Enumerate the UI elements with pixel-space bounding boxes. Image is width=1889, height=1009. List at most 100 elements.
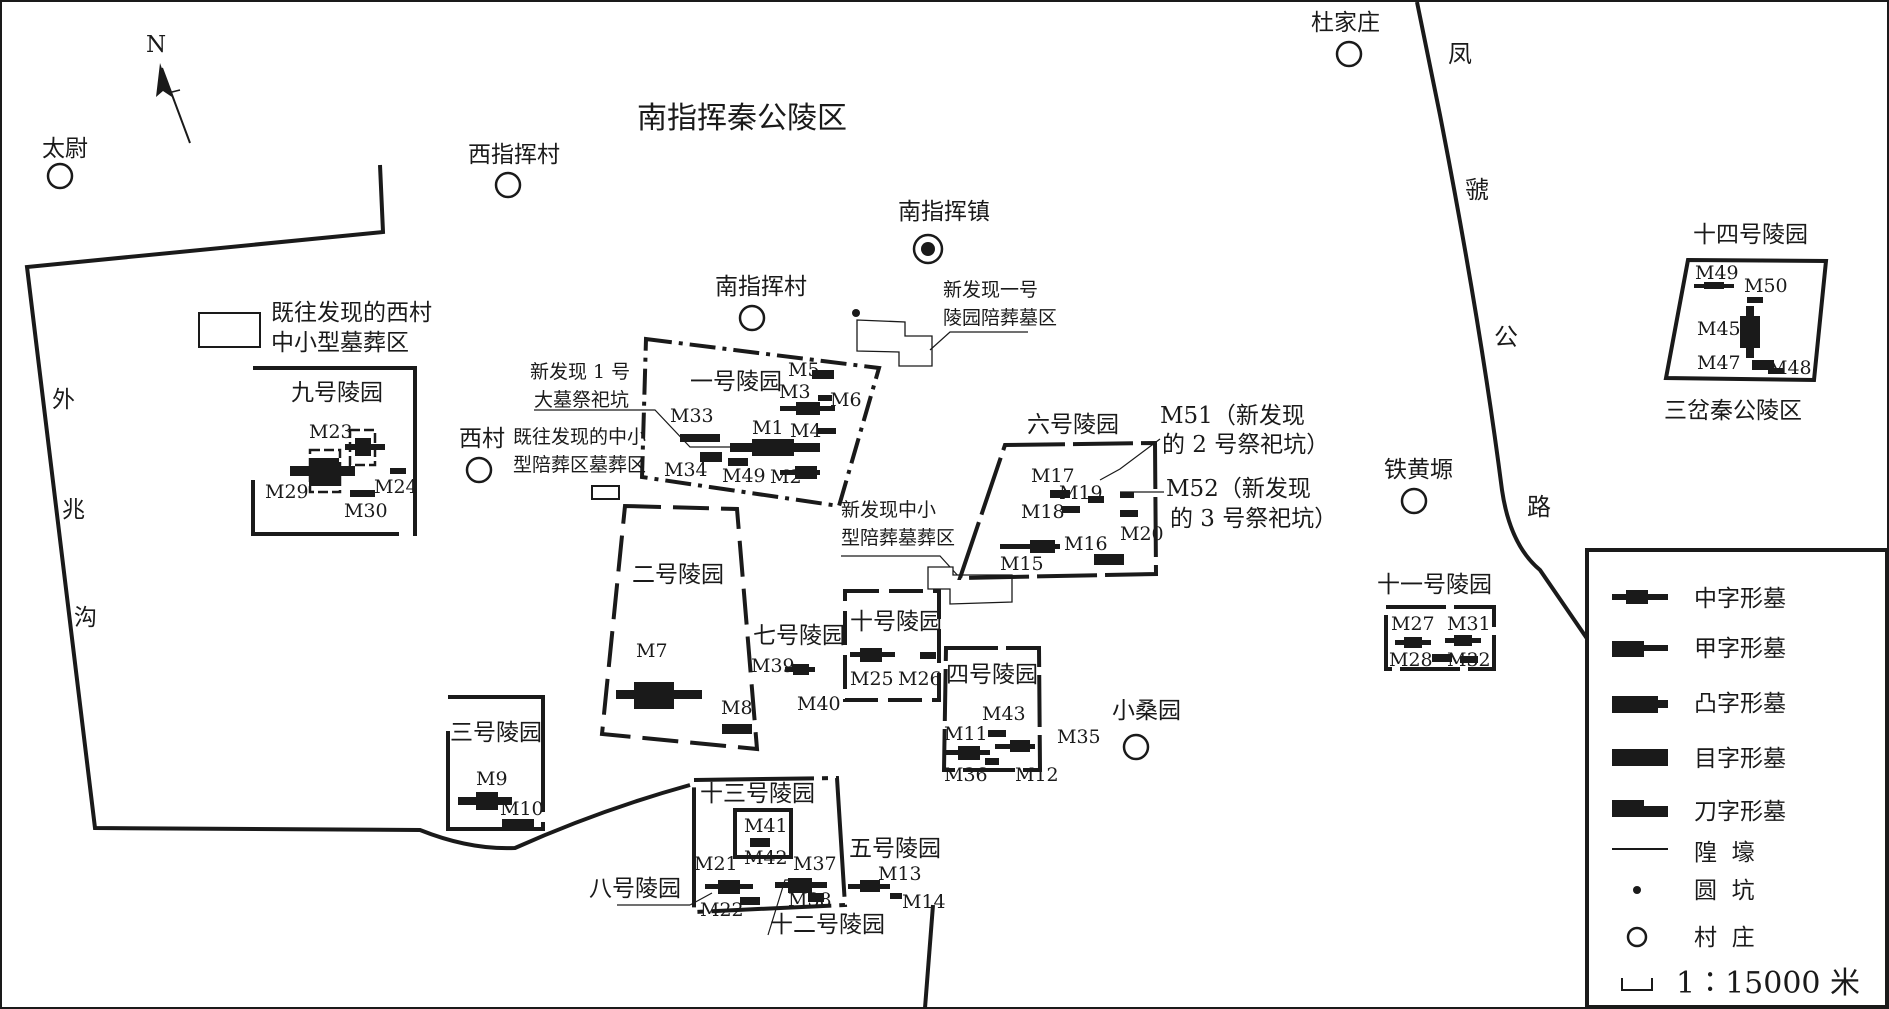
tomb-label: M7 bbox=[636, 640, 668, 662]
fenghao-road bbox=[1415, 1, 1590, 642]
village-xicun: 西村 bbox=[459, 426, 505, 484]
tomb-label: M11 bbox=[944, 723, 988, 745]
village-label: 铁黄塬 bbox=[1384, 457, 1453, 483]
cemetery-8-label: 八号陵园 bbox=[589, 876, 713, 906]
tomb-label: M40 bbox=[797, 693, 841, 715]
svg-text:沟: 沟 bbox=[74, 605, 97, 631]
svg-text:十号陵园: 十号陵园 bbox=[850, 609, 942, 635]
svg-text:既往发现的中小: 既往发现的中小 bbox=[513, 426, 646, 448]
legend-symbol-muzi bbox=[1612, 749, 1668, 766]
tomb-label: M36 bbox=[944, 764, 988, 786]
village-xiaosangyuan: 小桑园 bbox=[1112, 698, 1181, 761]
tomb-label: M38 bbox=[788, 889, 832, 911]
cemetery-14: 十四号陵园 三岔秦公陵区 bbox=[1663, 222, 1829, 424]
tomb-label: M47 bbox=[1697, 352, 1741, 374]
svg-text:M52（新发现: M52（新发现 bbox=[1166, 476, 1311, 502]
village-dujiazhuang: 杜家庄 bbox=[1311, 10, 1380, 68]
svg-text:大墓祭祀坑: 大墓祭祀坑 bbox=[534, 389, 629, 411]
tomb-label: M25 bbox=[850, 668, 894, 690]
cemetery-2: 二号陵园 bbox=[599, 503, 760, 752]
village-taiwei: 太尉 bbox=[42, 136, 88, 190]
annotation-xicun-zhongxiao: 既往发现的中小 型陪葬区墓葬区 bbox=[513, 426, 646, 500]
legend-symbol-village bbox=[1626, 926, 1648, 948]
tomb-label: M12 bbox=[1015, 764, 1059, 786]
legend-label: 凸字形墓 bbox=[1694, 691, 1786, 717]
tombs bbox=[290, 282, 1784, 905]
svg-text:的 2 号祭祀坑）: 的 2 号祭祀坑） bbox=[1162, 432, 1329, 458]
village-label: 小桑园 bbox=[1112, 698, 1181, 724]
village-nanzhihui-cun: 南指挥村 bbox=[715, 274, 807, 332]
tomb-label: M18 bbox=[1021, 501, 1065, 523]
village-xizhihui: 西指挥村 bbox=[468, 142, 560, 199]
tomb-label: M39 bbox=[751, 655, 795, 677]
tomb-label: M42 bbox=[744, 847, 788, 869]
tomb-label: M19 bbox=[1059, 482, 1103, 504]
svg-text:既往发现的西村: 既往发现的西村 bbox=[271, 300, 432, 326]
legend-symbol-zhongzi bbox=[1612, 590, 1668, 604]
svg-text:一号陵园: 一号陵园 bbox=[690, 369, 782, 395]
north-label: N bbox=[146, 32, 166, 58]
tomb-label: M2 bbox=[770, 466, 802, 488]
north-arrow: N bbox=[146, 32, 191, 144]
scale-label: 1∶15000 米 bbox=[1676, 966, 1860, 1001]
tomb-label: M16 bbox=[1064, 533, 1108, 555]
tomb-label: M28 bbox=[1389, 649, 1433, 671]
tomb-label: M35 bbox=[1057, 726, 1101, 748]
legend-label: 刀字形墓 bbox=[1694, 799, 1786, 825]
tomb-label: M20 bbox=[1120, 523, 1164, 545]
tomb-label: M15 bbox=[1000, 553, 1044, 575]
village-label: 太尉 bbox=[42, 136, 88, 162]
village-label: 西村 bbox=[459, 426, 505, 452]
tomb-label: M4 bbox=[790, 420, 822, 442]
svg-text:路: 路 bbox=[1527, 493, 1551, 521]
svg-text:虢: 虢 bbox=[1465, 176, 1489, 204]
svg-text:型陪葬区墓葬区: 型陪葬区墓葬区 bbox=[513, 454, 646, 476]
svg-text:兆: 兆 bbox=[62, 497, 85, 523]
svg-text:十一号陵园: 十一号陵园 bbox=[1377, 572, 1492, 598]
svg-text:二号陵园: 二号陵园 bbox=[632, 562, 724, 588]
tomb-label: M3 bbox=[779, 381, 811, 403]
tomb-label: M31 bbox=[1447, 613, 1491, 635]
tomb-label: M30 bbox=[344, 500, 388, 522]
legend-label: 目字形墓 bbox=[1694, 746, 1786, 772]
tomb-label: M48 bbox=[1768, 357, 1812, 379]
svg-text:三岔秦公陵区: 三岔秦公陵区 bbox=[1664, 398, 1802, 424]
tomb-label: M10 bbox=[500, 798, 544, 820]
tomb-label: M33 bbox=[670, 405, 714, 427]
town-nanzhihui: 南指挥镇 bbox=[898, 199, 990, 265]
svg-text:新发现中小: 新发现中小 bbox=[841, 499, 936, 521]
cemetery-7-label: 七号陵园 bbox=[753, 623, 845, 649]
svg-text:公: 公 bbox=[1494, 323, 1518, 351]
legend-label: 甲字形墓 bbox=[1694, 636, 1786, 662]
svg-text:十四号陵园: 十四号陵园 bbox=[1693, 222, 1808, 248]
svg-text:凤: 凤 bbox=[1448, 40, 1472, 68]
label-fenghao-road: 凤 虢 公 路 bbox=[1448, 40, 1551, 521]
tomb-label: M6 bbox=[830, 389, 862, 411]
bottom-line bbox=[923, 904, 935, 1009]
legend-label: 圆 坑 bbox=[1694, 878, 1755, 904]
tomb-label: M13 bbox=[878, 863, 922, 885]
tomb-label: M22 bbox=[700, 899, 744, 921]
cemetery-5-label: 五号陵园 bbox=[849, 836, 941, 862]
svg-text:新发现一号: 新发现一号 bbox=[943, 279, 1038, 301]
annotation-m51: M51（新发现 的 2 号祭祀坑） bbox=[1099, 403, 1329, 481]
cemetery-11: 十一号陵园 bbox=[1377, 572, 1496, 671]
cemetery-12-label: 十二号陵园 bbox=[767, 879, 885, 938]
legend-label: 中字形墓 bbox=[1694, 586, 1786, 612]
svg-text:十三号陵园: 十三号陵园 bbox=[700, 781, 815, 807]
legend-symbol-tuzi bbox=[1612, 696, 1668, 713]
tomb-label: M8 bbox=[721, 697, 753, 719]
outer-ditch bbox=[24, 164, 691, 851]
tomb-label: M34 bbox=[664, 459, 708, 481]
legend-symbol-jiazi bbox=[1612, 641, 1668, 657]
tomb-label: M29 bbox=[265, 481, 309, 503]
cemetery-6: 六号陵园 bbox=[957, 412, 1159, 581]
tomb-label: M49 bbox=[1695, 262, 1739, 284]
svg-text:八号陵园: 八号陵园 bbox=[589, 876, 681, 902]
village-label: 杜家庄 bbox=[1311, 10, 1380, 36]
tomb-label: M43 bbox=[982, 703, 1026, 725]
legend-label: 隍 壕 bbox=[1694, 840, 1755, 866]
cemetery-1: 一号陵园 bbox=[639, 336, 882, 509]
